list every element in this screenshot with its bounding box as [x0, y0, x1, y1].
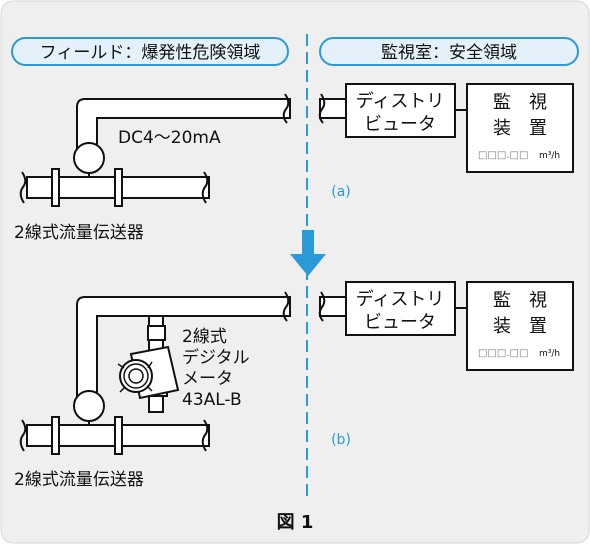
panel-tag-b: (b) — [331, 432, 351, 448]
cut-mark — [282, 93, 290, 124]
cut-mark — [19, 171, 27, 204]
pipe-a-field — [76, 98, 291, 165]
panel-a: DC4～20mA 2線式流量伝送器 ディストリ ビュータ 監 視 装 置 □□□… — [14, 83, 574, 243]
transmitter-label-a: 2線式流量伝送器 — [14, 223, 144, 243]
cut-mark — [201, 419, 209, 452]
display-unit-a: m³/h — [539, 151, 560, 161]
down-arrow-icon — [290, 230, 326, 276]
display-digits-b: □□□.□□ — [478, 348, 528, 359]
monitor-label-line2: 装 置 — [493, 316, 547, 337]
figure-caption: 図 1 — [277, 512, 314, 533]
monitor-label-line2: 装 置 — [493, 118, 547, 139]
distributor-box-b — [345, 281, 456, 336]
pipe-flange — [114, 416, 123, 455]
signal-label-a: DC4～20mA — [118, 128, 221, 148]
distributor-label-line1: ディストリ — [356, 91, 445, 112]
panel-tag-a: (a) — [331, 184, 351, 200]
digital-meter-icon — [117, 325, 180, 400]
distributor-label-line2: ビュータ — [364, 312, 436, 333]
cut-mark — [318, 93, 326, 124]
pipe-flange — [114, 168, 123, 207]
panel-b: 2線式 デジタル メータ 43AL-B 2線式流量伝送器 ディストリ ビュータ … — [14, 281, 574, 490]
pipe-b-field — [76, 296, 291, 413]
distributor-label-line1: ディストリ — [356, 289, 445, 310]
meter-label-line3: メータ — [182, 369, 233, 389]
field-zone-label: フィールド：爆発性危険領域 — [40, 43, 261, 63]
monitor-label-line1: 監 視 — [493, 290, 547, 311]
cut-mark — [19, 419, 27, 452]
flow-transmitter-b — [73, 390, 105, 422]
pipe-flange — [51, 168, 60, 207]
pipe-flange — [51, 416, 60, 455]
control-zone-badge — [319, 37, 579, 66]
meter-label-line2: デジタル — [182, 347, 250, 368]
cut-mark — [282, 291, 290, 322]
monitor-box-b — [466, 281, 574, 371]
monitor-box-a — [466, 83, 574, 173]
control-zone-label: 監視室：安全領域 — [381, 43, 517, 63]
cut-mark — [318, 291, 326, 322]
display-digits-a: □□□.□□ — [478, 150, 528, 161]
monitor-label-line1: 監 視 — [493, 92, 547, 113]
cut-mark — [201, 171, 209, 204]
meter-label-line4: 43AL-B — [182, 390, 242, 410]
field-zone-badge — [11, 37, 289, 66]
transmitter-label-b: 2線式流量伝送器 — [14, 470, 144, 490]
display-unit-b: m³/h — [539, 349, 560, 359]
flow-transmitter-a — [73, 142, 105, 174]
meter-label-line1: 2線式 — [182, 327, 227, 347]
distributor-label-line2: ビュータ — [364, 114, 436, 135]
